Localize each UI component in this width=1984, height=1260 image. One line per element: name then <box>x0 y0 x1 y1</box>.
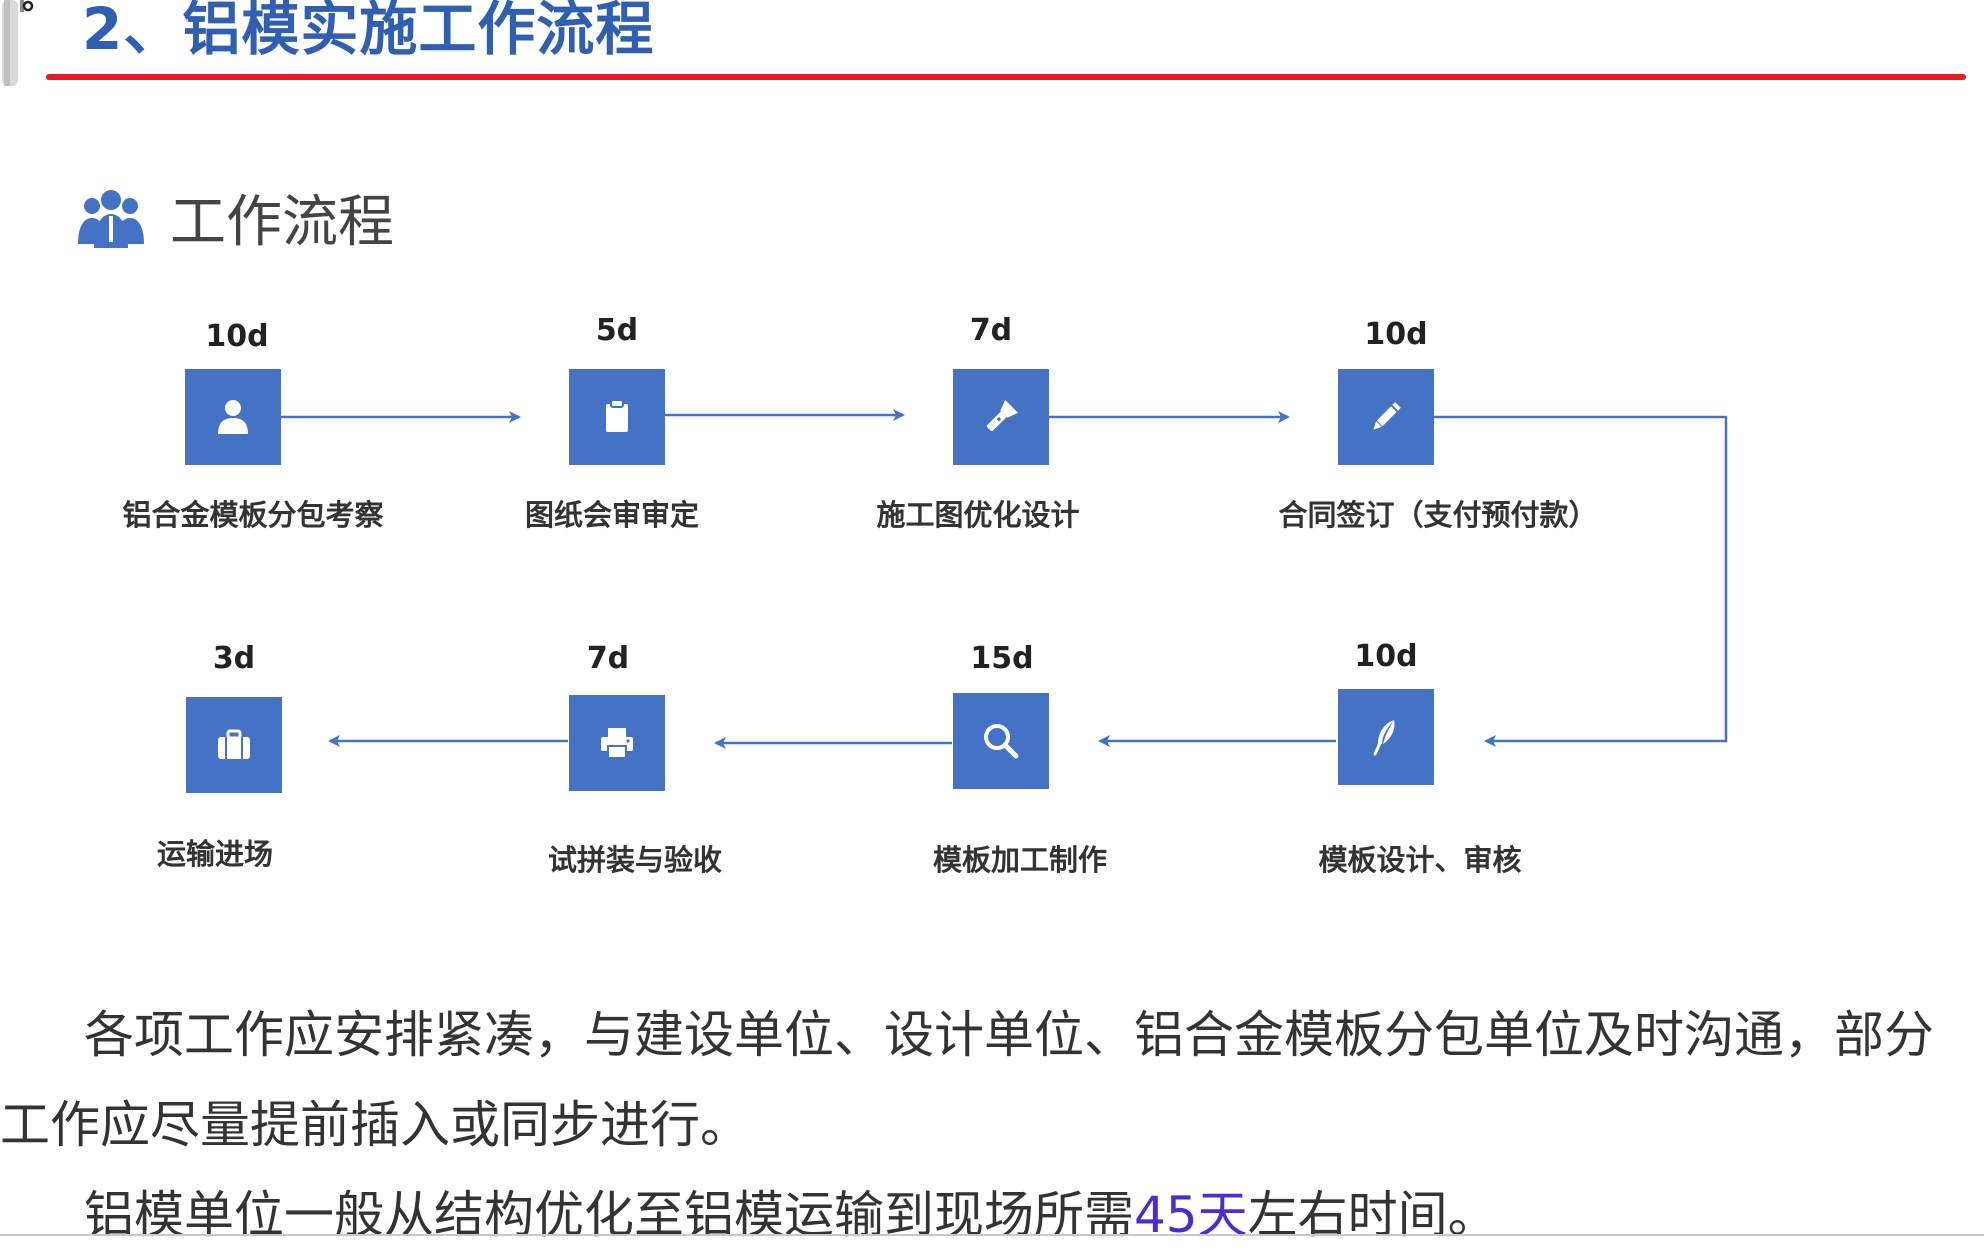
arrow-4-5 <box>1434 415 1728 747</box>
step-6-box <box>953 693 1049 789</box>
step-7-box <box>569 695 665 791</box>
summary-line-1: 各项工作应安排紧凑，与建设单位、设计单位、铝合金模板分包单位及时沟通，部分工作应… <box>0 990 1940 1170</box>
step-5-label: 模板设计、审核 <box>1318 843 1522 877</box>
step-7-label: 试拼装与验收 <box>547 843 722 877</box>
printer-icon <box>601 728 633 759</box>
step-4-duration: 10d <box>1364 317 1428 352</box>
step-2-label: 图纸会审审定 <box>524 498 699 532</box>
search-icon <box>984 724 1019 759</box>
user-icon <box>218 400 248 434</box>
page-title: 2、铝模实施工作流程 <box>82 0 655 63</box>
step-2-box <box>569 369 665 465</box>
summary-line-1-text: 各项工作应安排紧凑，与建设单位、设计单位、铝合金模板分包单位及时沟通，部分工作应… <box>0 1006 1934 1154</box>
title-underline <box>46 74 1966 80</box>
summary-line-2: 铝模单位一般从结构优化至铝模运输到现场所需45天左右时间。 <box>0 1170 1940 1260</box>
step-3-label: 施工图优化设计 <box>876 498 1080 532</box>
feather-icon <box>1373 720 1395 756</box>
step-6-duration: 15d <box>970 641 1034 676</box>
pencil-icon <box>1373 402 1401 430</box>
step-3-box <box>953 369 1049 465</box>
step-1-label: 铝合金模板分包考察 <box>122 498 384 532</box>
step-4-label: 合同签订（支付预付款） <box>1278 498 1598 532</box>
flashlight-icon <box>986 400 1018 432</box>
step-5-duration: 10d <box>1354 639 1418 674</box>
step-8-box <box>186 697 282 793</box>
step-3-duration: 7d <box>969 313 1013 348</box>
step-6-label: 模板加工制作 <box>932 843 1107 877</box>
summary-paragraph: 各项工作应安排紧凑，与建设单位、设计单位、铝合金模板分包单位及时沟通，部分工作应… <box>0 990 1940 1260</box>
step-1-box <box>185 369 281 465</box>
step-4-box <box>1338 369 1434 465</box>
step-2-duration: 5d <box>595 313 639 348</box>
people-group-icon <box>78 190 144 248</box>
step-1-duration: 10d <box>205 319 269 354</box>
step-5-box <box>1338 689 1434 785</box>
briefcase-icon <box>218 729 250 759</box>
corner-figure-graphic <box>2 0 34 86</box>
step-8-duration: 3d <box>212 641 256 676</box>
step-8-label: 运输进场 <box>156 837 273 871</box>
step-7-duration: 7d <box>586 641 630 676</box>
clipboard-icon <box>606 399 628 432</box>
section-title: 工作流程 <box>170 190 394 255</box>
bottom-divider <box>0 1234 1984 1236</box>
